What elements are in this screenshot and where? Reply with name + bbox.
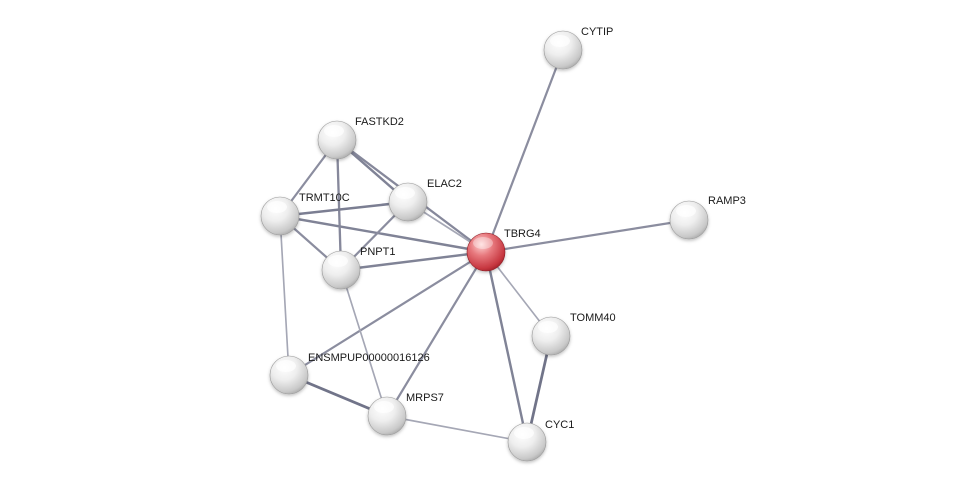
node-pnpt1[interactable]: PNPT1 (321, 246, 395, 290)
edge-tbrg4-ensmpup00000016126 (287, 250, 488, 377)
node-trmt10c[interactable]: TRMT10C (260, 192, 350, 236)
node-highlight (395, 187, 415, 199)
node-highlight (374, 401, 394, 413)
edge-tbrg4-pnpt1 (339, 250, 488, 272)
node-tomm40[interactable]: TOMM40 (531, 312, 616, 356)
node-cytip[interactable]: CYTIP (543, 26, 613, 70)
node-label: TBRG4 (504, 228, 541, 240)
edge-tbrg4-cyc1 (484, 250, 529, 444)
node-label: TOMM40 (570, 312, 616, 324)
node-ramp3[interactable]: RAMP3 (669, 195, 746, 240)
node-label: FASTKD2 (355, 116, 404, 128)
edge-elac2-trmt10c (278, 200, 410, 218)
node-highlight (324, 125, 344, 137)
node-mrps7[interactable]: MRPS7 (367, 392, 444, 436)
edge-trmt10c-ensmpup00000016126 (279, 215, 290, 376)
node-highlight (473, 237, 493, 249)
node-label: ELAC2 (427, 178, 462, 190)
node-label: CYC1 (545, 419, 574, 431)
node-label: PNPT1 (360, 246, 395, 258)
node-elac2[interactable]: ELAC2 (388, 178, 462, 222)
node-label: CYTIP (581, 26, 613, 38)
edge-pnpt1-mrps7 (340, 269, 388, 417)
node-highlight (514, 427, 534, 439)
node-highlight (276, 360, 296, 372)
edge-tbrg4-mrps7 (385, 250, 488, 418)
node-highlight (550, 35, 570, 47)
node-highlight (538, 321, 558, 333)
node-label: ENSMPUP00000016126 (308, 352, 430, 364)
node-highlight (328, 255, 348, 267)
node-label: RAMP3 (708, 195, 746, 207)
node-sphere[interactable] (466, 232, 506, 272)
node-label: TRMT10C (299, 192, 350, 204)
node-label: MRPS7 (406, 392, 444, 404)
node-tbrg4[interactable]: TBRG4 (466, 228, 541, 272)
edge-tbrg4-cytip (484, 48, 565, 254)
node-highlight (267, 201, 287, 213)
edge-mrps7-cyc1 (386, 415, 528, 443)
node-highlight (676, 205, 696, 217)
edge-fastkd2-pnpt1 (335, 138, 343, 272)
node-ensmpup00000016126[interactable]: ENSMPUP00000016126 (269, 352, 430, 395)
edge-tbrg4-ramp3 (484, 218, 691, 254)
edge-tbrg4-trmt10c (278, 214, 488, 254)
node-fastkd2[interactable]: FASTKD2 (317, 116, 404, 160)
node-cyc1[interactable]: CYC1 (507, 419, 574, 462)
